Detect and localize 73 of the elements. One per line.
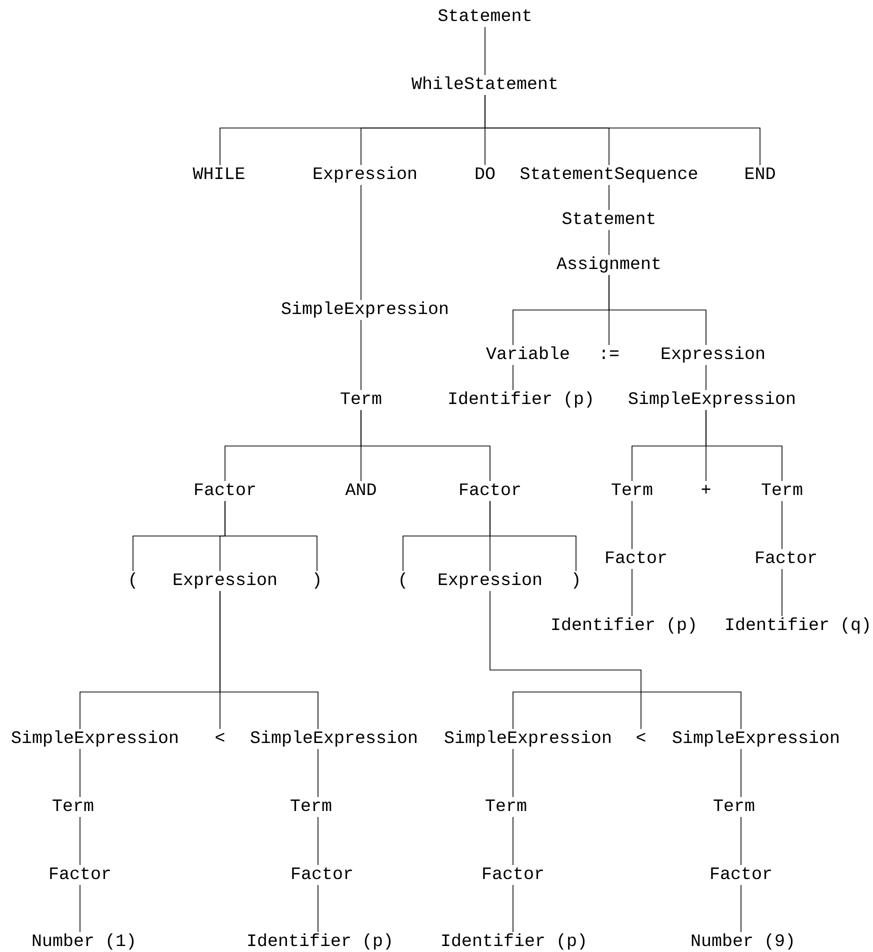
tree-label: ): [314, 572, 320, 589]
tree-label: <: [636, 732, 646, 742]
tree-label: Factor: [483, 867, 543, 880]
tree-label: Variable: [486, 346, 569, 360]
tree-branch-line: [484, 94, 760, 166]
tree-label: SimpleExpression: [282, 301, 448, 318]
tree-branch-line: [490, 500, 576, 572]
tree-label: Number (9): [692, 933, 793, 950]
tree-label: Term: [340, 392, 382, 404]
tree-label: Factor: [711, 867, 771, 880]
tree-label: (: [130, 572, 136, 589]
tree-branch-line: [740, 884, 742, 932]
tree-label: Identifier (p): [248, 933, 391, 950]
tree-label: SimpleExpression: [672, 730, 838, 747]
tree-label: SimpleExpression: [12, 730, 178, 747]
tree-label: AND: [345, 483, 376, 495]
tree-label: StatementSequence: [520, 167, 698, 183]
tree-label: Statement: [438, 9, 530, 22]
tree-label: Number (1): [32, 933, 134, 950]
tree-label: Identifier (p): [552, 617, 695, 634]
tree-label: Term: [762, 483, 802, 496]
tree-label: Factor: [195, 483, 255, 496]
tree-label: SimpleExpression: [628, 391, 794, 408]
tree-branch-line: [608, 230, 610, 256]
tree-label: END: [746, 167, 775, 179]
tree-label: (: [400, 572, 406, 589]
tree-branch-line: [512, 748, 514, 798]
tree-branch-line: [706, 410, 782, 482]
tree-label: Identifier (q): [726, 617, 869, 634]
tree-label: Factor: [606, 551, 666, 564]
tree-label: Term: [52, 799, 94, 812]
tree-label: Factor: [50, 867, 110, 880]
tree-branch-line: [512, 816, 514, 866]
tree-label: WhileStatement: [412, 76, 557, 90]
tree-label: Factor: [460, 483, 520, 496]
tree-label: SimpleExpression: [250, 730, 416, 747]
tree-branch-line: [640, 692, 642, 730]
tree-label: Identifier (p): [449, 391, 592, 408]
tree-branch-line: [512, 364, 514, 390]
tree-branch-line: [608, 274, 706, 346]
tree-label: Term: [486, 799, 526, 812]
tree-branch-line: [360, 410, 490, 482]
tree-label: DO: [476, 167, 495, 180]
tree-branch-line: [360, 184, 362, 300]
tree-branch-line: [490, 590, 642, 692]
tree-branch-line: [740, 748, 742, 798]
tree-label: ): [574, 572, 578, 589]
tree-branch-line: [484, 26, 486, 76]
tree-label: Assignment: [556, 256, 660, 273]
tree-label: :=: [602, 350, 618, 359]
tree-label: Expression: [174, 572, 276, 589]
tree-branch-line: [608, 184, 610, 210]
tree-label: Factor: [756, 551, 816, 564]
tree-label: Statement: [562, 212, 654, 224]
tree-label: Term: [290, 799, 332, 812]
tree-branch-line: [640, 692, 742, 730]
tree-branch-line: [360, 320, 362, 390]
tree-label: Expression: [438, 572, 541, 589]
tree-branch-line: [512, 692, 642, 730]
tree-label: SimpleExpression: [444, 730, 610, 747]
tree-label: Term: [612, 483, 652, 496]
tree-label: Term: [714, 799, 754, 812]
tree-label: <: [216, 732, 224, 742]
tree-branch-line: [224, 500, 318, 572]
tree-label: +: [702, 484, 710, 494]
tree-branch-line: [512, 884, 514, 932]
tree-label: Factor: [292, 867, 352, 880]
tree-label: WHILE: [192, 167, 244, 179]
tree-label: Expression: [314, 166, 416, 183]
tree-label: Expression: [662, 346, 764, 363]
tree-label: Identifier (p): [442, 933, 585, 950]
tree-branch-line: [220, 590, 318, 730]
tree-branch-line: [740, 816, 742, 866]
